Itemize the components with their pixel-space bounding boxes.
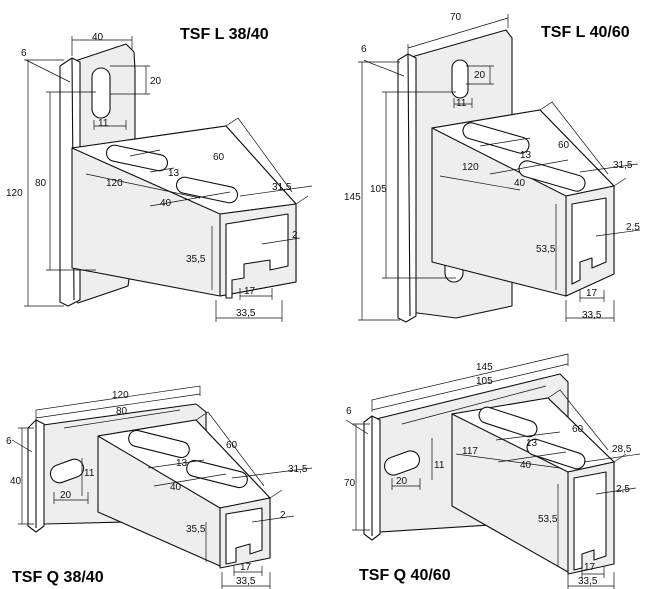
dim-label: 40 [160,198,172,209]
dim-label: 28,5 [612,444,632,455]
dim-label: 11 [84,468,95,479]
dim-label: 120 [106,178,123,189]
dim-label: 11 [456,98,467,109]
dim-label: 6 [361,44,367,55]
dim-label: 70 [450,12,462,23]
dim-label: 120 [6,188,23,199]
dim-label: 31,5 [288,464,308,475]
title-tsf-l-40-60: TSF L 40/60 [541,24,630,41]
dim-label: 13 [526,438,538,449]
dim-label: 145 [344,192,361,203]
dim-label: 60 [213,152,225,163]
dim-label: 17 [244,286,256,297]
dim-label: 33,5 [578,576,598,587]
drawing-tsf-l-40-60 [358,14,641,323]
drawing-tsf-q-38-40 [11,385,313,589]
dim-label: 17 [240,562,252,573]
dim-label: 40 [520,460,532,471]
dim-label: 40 [92,32,104,43]
drawing-tsf-l-38-40 [24,36,313,322]
title-tsf-q-38-40: TSF Q 38/40 [12,569,104,586]
dim-label: 11 [98,118,109,129]
dim-label: 31,5 [272,182,292,193]
dim-label: 80 [35,178,47,189]
dim-label: 13 [520,150,532,161]
dim-label: 70 [344,478,356,489]
dim-label: 33,5 [236,576,256,587]
dim-label: 60 [572,424,584,435]
dim-label: 11 [434,460,445,471]
dim-label: 60 [226,440,238,451]
dim-label: 35,5 [186,524,206,535]
title-tsf-l-38-40: TSF L 38/40 [180,26,269,43]
dim-label: 60 [558,140,570,151]
dim-label: 17 [586,288,598,299]
dim-label: 2 [292,230,298,241]
dim-label: 80 [116,406,128,417]
title-tsf-q-40-60: TSF Q 40/60 [359,567,451,584]
dim-label: 120 [112,390,129,401]
dim-label: 6 [346,406,352,417]
dim-label: 40 [170,482,182,493]
dim-label: 105 [476,376,493,387]
dim-label: 20 [474,70,486,81]
dim-label: 53,5 [536,244,556,255]
dim-label: 6 [21,48,27,59]
dim-label: 33,5 [582,310,602,321]
dim-label: 35,5 [186,254,206,265]
dim-label: 33,5 [236,308,256,319]
dim-label: 105 [370,184,387,195]
dim-label: 40 [10,476,22,487]
dim-label: 20 [150,76,162,87]
dim-label: 13 [176,458,188,469]
dim-label: 2,5 [616,484,630,495]
dim-label: 40 [514,178,526,189]
dim-label: 145 [476,362,493,373]
dim-label: 20 [396,476,408,487]
dim-label: 31,5 [613,160,633,171]
dim-label: 120 [462,162,479,173]
dim-label: 17 [584,562,596,573]
dim-label: 13 [168,168,180,179]
dim-label: 2,5 [626,222,640,233]
dim-label: 117 [462,446,478,457]
dim-label: 2 [280,510,286,521]
dim-label: 20 [60,490,72,501]
drawing-tsf-q-40-60 [345,353,641,589]
dim-label: 6 [6,436,12,447]
dim-label: 53,5 [538,514,558,525]
